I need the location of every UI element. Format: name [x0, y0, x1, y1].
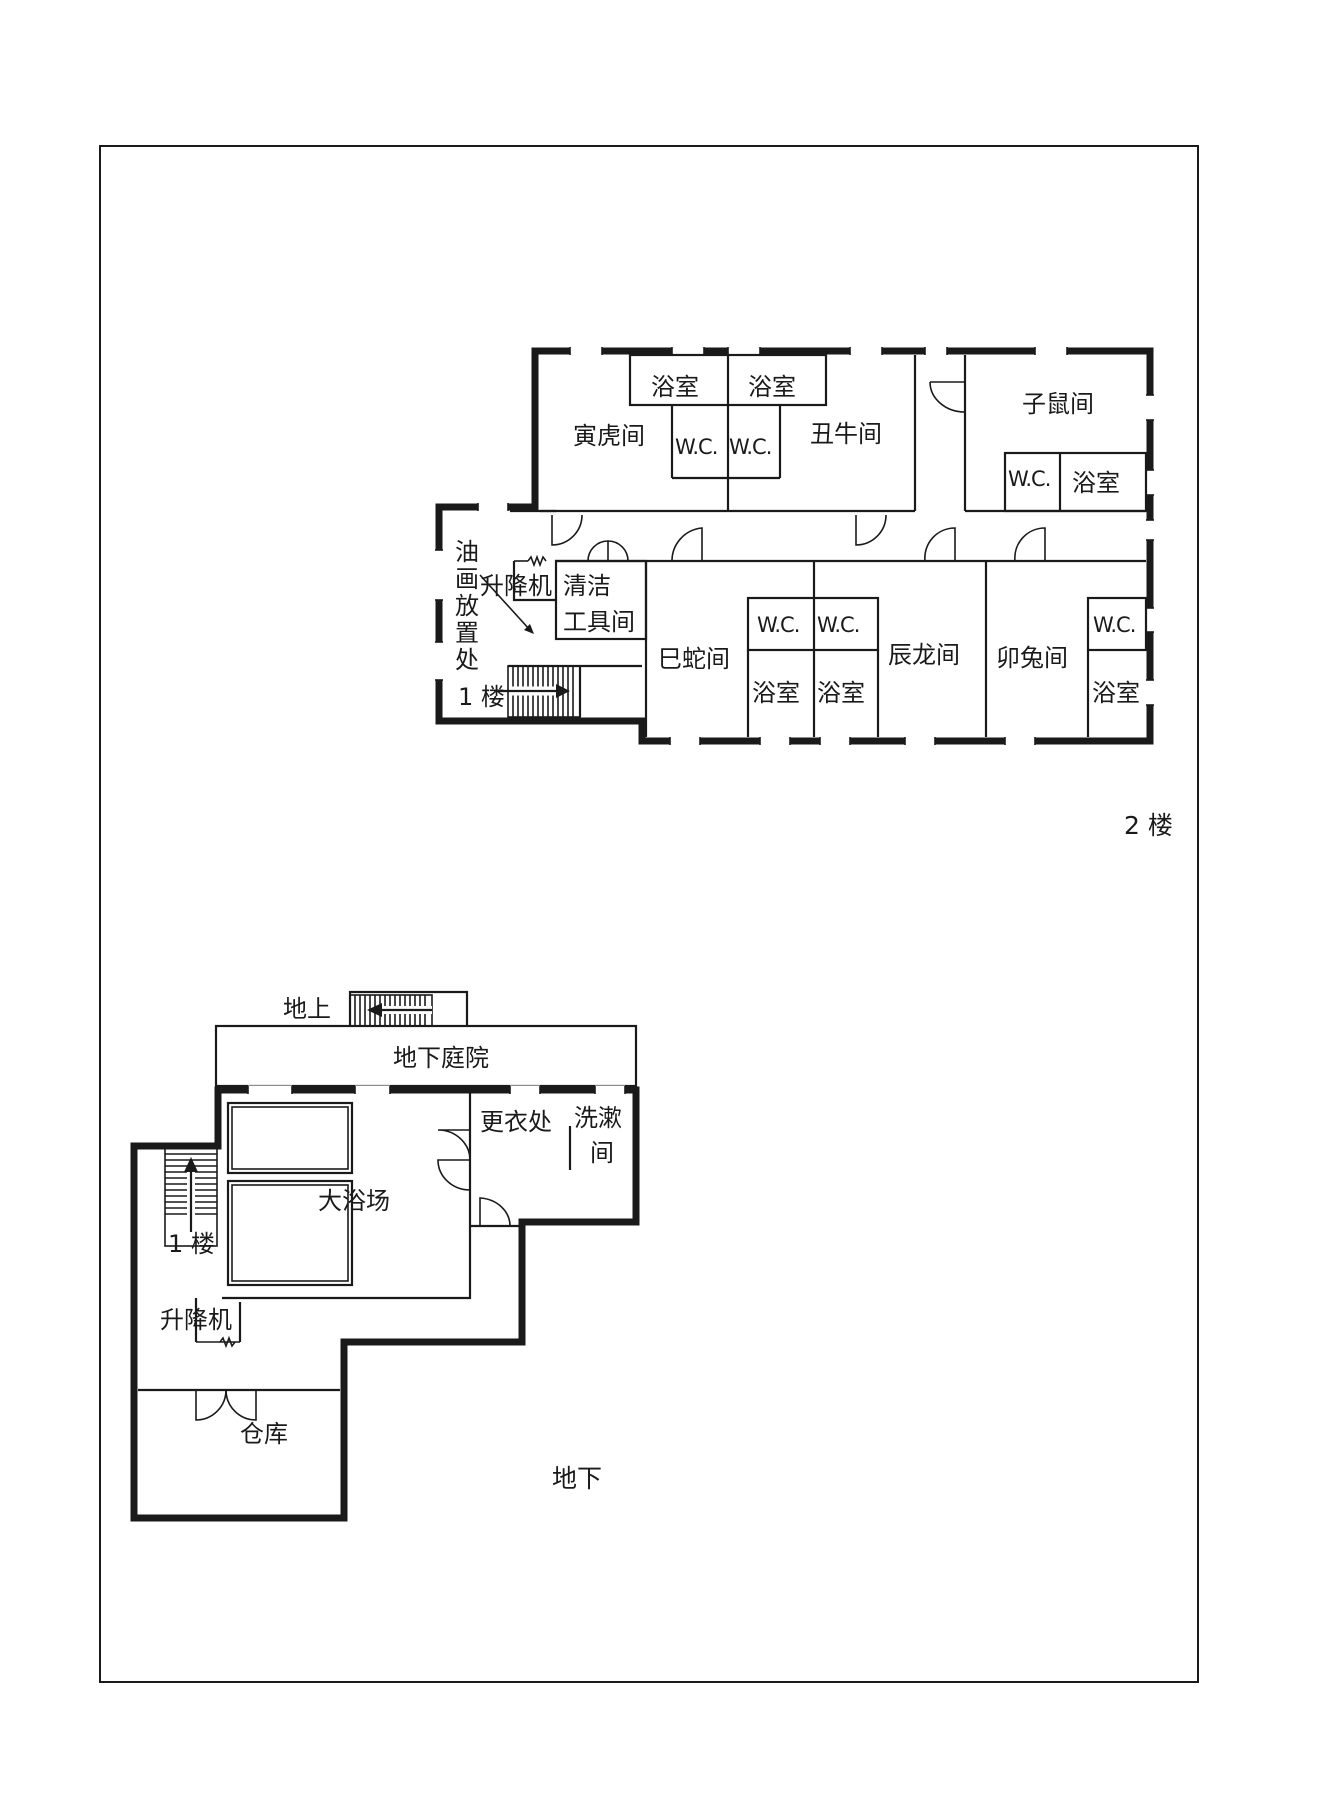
- wc-ushi: W.C.: [729, 435, 771, 459]
- room-mi: 巳蛇间: [658, 645, 730, 673]
- second-floor-stairs-label: 1 楼: [458, 683, 505, 711]
- wc-tatsu: W.C.: [817, 613, 859, 637]
- door-swings: [551, 381, 1046, 562]
- bath-tatsu: 浴室: [817, 679, 865, 707]
- painting-storage-3: 放: [455, 592, 479, 620]
- changing-label: 更衣处: [480, 1108, 552, 1136]
- basement-outer-wall: [130, 1086, 640, 1522]
- room-ne: 子鼠间: [1022, 390, 1094, 418]
- painting-storage-4: 置: [455, 619, 479, 647]
- second-floor-stairs: [479, 574, 581, 718]
- storage-label: 仓库: [240, 1420, 288, 1448]
- room-tatsu: 辰龙间: [888, 641, 960, 669]
- bath-hall-label: 大浴场: [318, 1187, 390, 1215]
- basement-stairs-label: 1 楼: [168, 1230, 215, 1258]
- ground-label: 地上: [283, 995, 331, 1023]
- basement-plan: 地上 地下庭院 大浴场 更衣处 洗漱 间 1 楼 升降机 仓库: [130, 990, 640, 1522]
- room-tora: 寅虎间: [573, 422, 645, 450]
- wc-ne: W.C.: [1008, 467, 1050, 491]
- second-floor-lift: 升降机: [480, 572, 552, 600]
- bath-ne: 浴室: [1072, 469, 1120, 497]
- basement-title: 地下: [552, 1464, 602, 1493]
- bath-tora: 浴室: [651, 373, 699, 401]
- room-u: 卯兔间: [996, 644, 1068, 672]
- painting-storage-5: 处: [455, 646, 479, 674]
- window-marks: [434, 346, 1155, 746]
- cleaning-room-line2: 工具间: [563, 608, 635, 636]
- bath-ushi: 浴室: [748, 373, 796, 401]
- courtyard-label: 地下庭院: [393, 1044, 489, 1072]
- washroom-line1: 洗漱: [574, 1104, 622, 1132]
- cleaning-room-line1: 清洁: [563, 572, 611, 600]
- second-floor-plan: 寅虎间 丑牛间 子鼠间 巳蛇间 辰龙间 卯兔间 浴室 浴室 浴室 浴室 浴室 浴…: [434, 346, 1155, 746]
- washroom-line2: 间: [590, 1139, 614, 1167]
- wc-u: W.C.: [1093, 613, 1135, 637]
- painting-storage-2: 画: [455, 565, 479, 593]
- page-frame: [99, 145, 1199, 1683]
- bath-u: 浴室: [1092, 679, 1140, 707]
- bath-mi: 浴室: [752, 679, 800, 707]
- wc-tora: W.C.: [675, 435, 717, 459]
- basement-lift-label: 升降机: [160, 1306, 232, 1334]
- painting-storage-1: 油: [455, 538, 479, 566]
- wc-mi: W.C.: [757, 613, 799, 637]
- second-floor-title: 2 楼: [1124, 811, 1173, 840]
- room-ushi: 丑牛间: [810, 420, 882, 448]
